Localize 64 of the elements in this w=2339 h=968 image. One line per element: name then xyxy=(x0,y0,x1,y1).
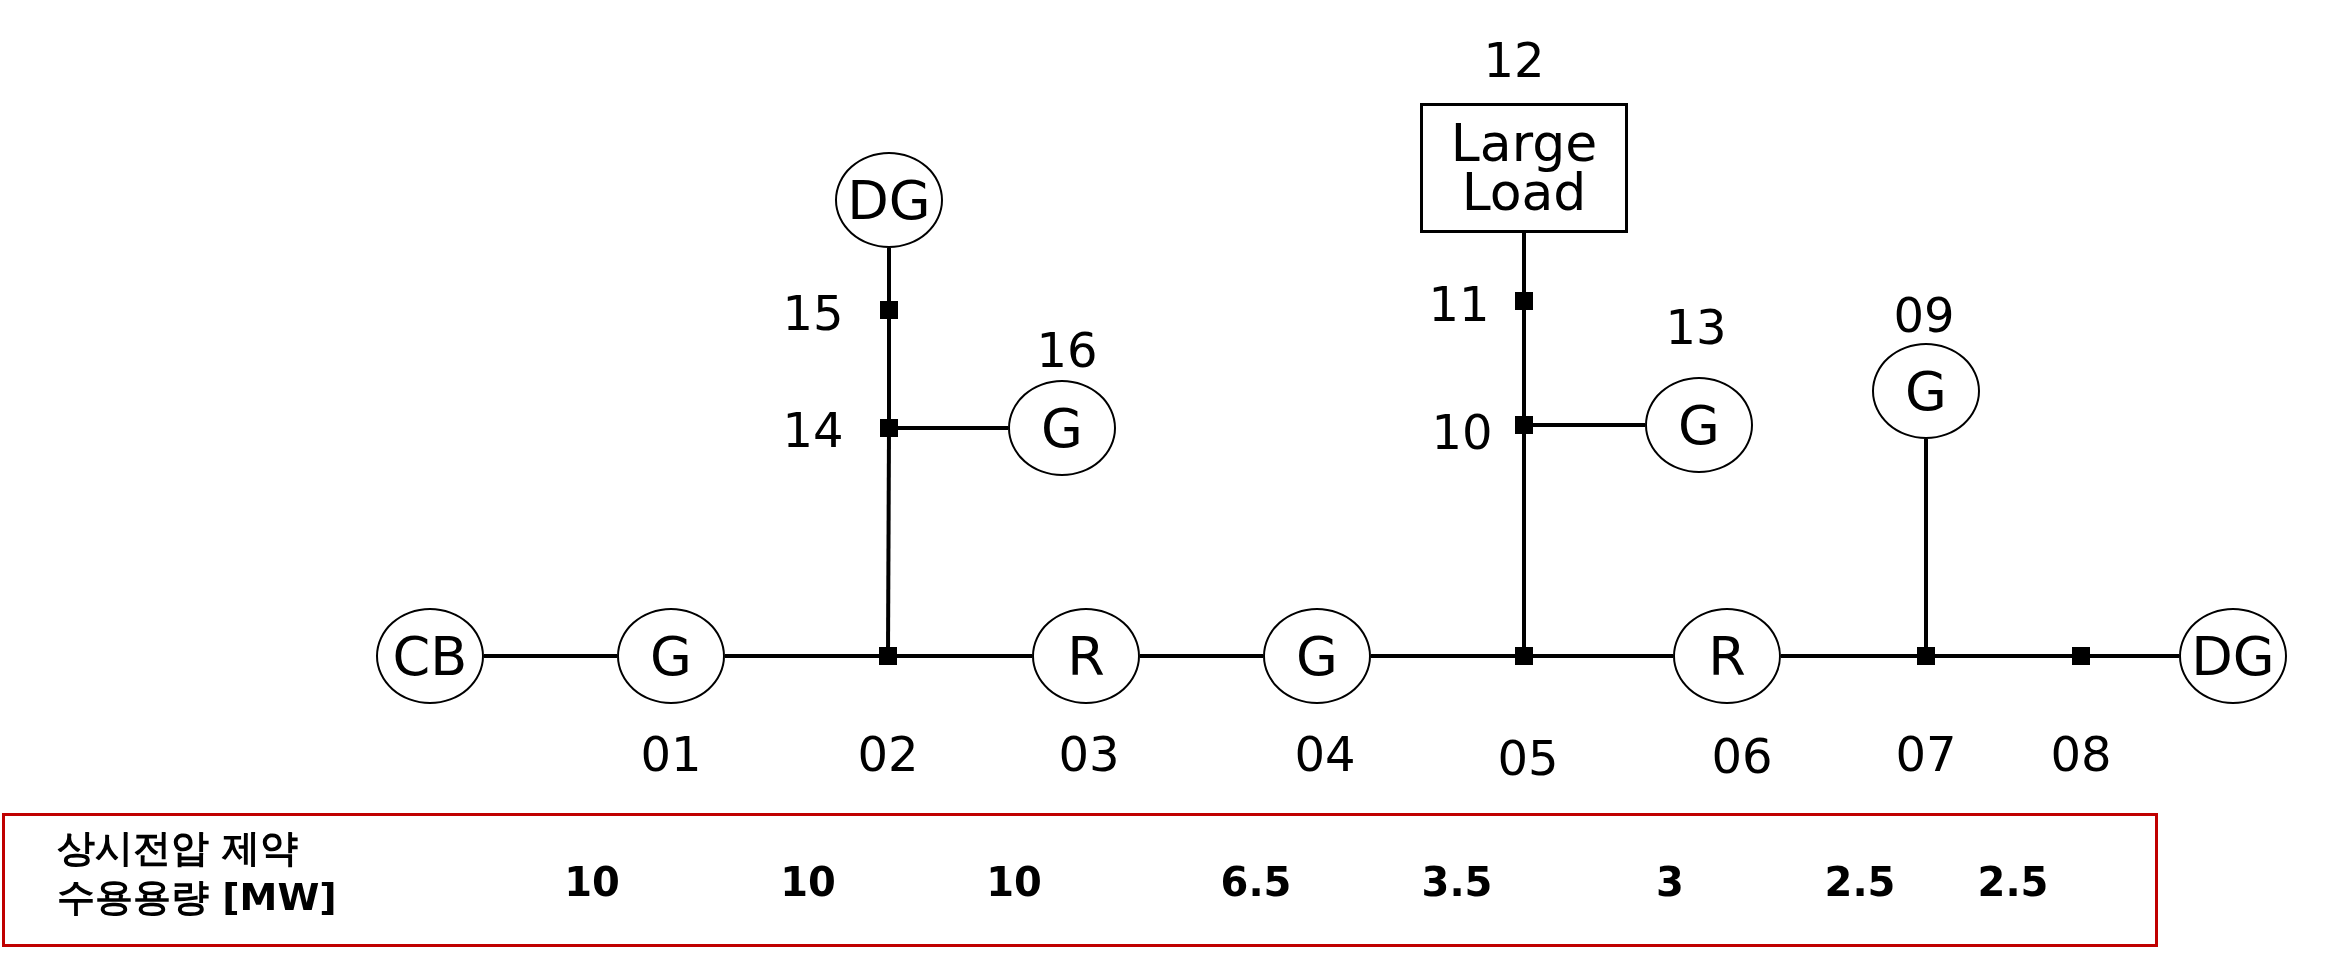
power-line xyxy=(1533,654,1673,658)
power-line xyxy=(898,426,1008,430)
capacity-value: 10 xyxy=(780,859,836,905)
junction-square xyxy=(879,647,897,665)
power-line xyxy=(1522,310,1526,416)
power-line xyxy=(1140,654,1263,658)
capacity-value: 10 xyxy=(986,859,1042,905)
junction-square xyxy=(880,301,898,319)
junction-square xyxy=(1515,292,1533,310)
power-line xyxy=(886,437,891,647)
bus-label: G xyxy=(1296,624,1338,688)
capacity-value: 3.5 xyxy=(1421,859,1493,905)
bus-number: 07 xyxy=(1895,726,1957,782)
power-line xyxy=(1533,423,1645,427)
bus-label: DG xyxy=(2191,624,2275,688)
power-line xyxy=(1522,434,1526,647)
bus-label: DG xyxy=(847,168,931,232)
junction-square xyxy=(2072,647,2090,665)
bus-number: 05 xyxy=(1497,730,1559,786)
power-line xyxy=(887,319,891,419)
load-label: Large Load xyxy=(1449,118,1599,218)
bus-number: 12 xyxy=(1483,32,1545,88)
capacity-value: 2.5 xyxy=(1977,859,2049,905)
bus-number: 13 xyxy=(1665,299,1727,355)
bus-label: R xyxy=(1708,624,1746,688)
bus-label: G xyxy=(1905,359,1947,423)
capacity-value: 10 xyxy=(564,859,620,905)
bus-number: 15 xyxy=(782,285,844,341)
bus-number: 14 xyxy=(782,402,844,458)
bus-label: G xyxy=(1041,396,1083,460)
power-line xyxy=(887,248,891,301)
power-line xyxy=(1781,654,1917,658)
junction-square xyxy=(1515,416,1533,434)
bus-number: 01 xyxy=(640,726,702,782)
power-line xyxy=(1924,439,1928,647)
junction-square xyxy=(880,419,898,437)
load-box xyxy=(1420,103,1628,233)
bus-number: 11 xyxy=(1428,276,1490,332)
power-line xyxy=(1935,654,2072,658)
bus-number: 06 xyxy=(1711,728,1773,784)
capacity-value: 6.5 xyxy=(1220,859,1292,905)
bus-label: G xyxy=(650,624,692,688)
bus-label: G xyxy=(1678,393,1720,457)
capacity-value: 2.5 xyxy=(1824,859,1896,905)
junction-square xyxy=(1515,647,1533,665)
bus-label: CB xyxy=(392,624,468,688)
bus-number: 02 xyxy=(857,726,919,782)
capacity-table xyxy=(2,813,2158,947)
bus-number: 09 xyxy=(1893,287,1955,343)
row-header: 상시전압 제약 수용용량 [MW] xyxy=(57,825,338,922)
junction-square xyxy=(1917,647,1935,665)
bus-number: 08 xyxy=(2050,726,2112,782)
power-line xyxy=(1522,233,1526,292)
bus-number: 03 xyxy=(1058,726,1120,782)
capacity-value: 3 xyxy=(1656,859,1684,905)
power-line xyxy=(725,654,879,658)
power-line xyxy=(484,654,617,658)
bus-label: R xyxy=(1067,624,1105,688)
power-line xyxy=(2090,654,2179,658)
power-line xyxy=(897,654,1032,658)
bus-number: 10 xyxy=(1431,404,1493,460)
bus-number: 16 xyxy=(1036,322,1098,378)
power-line xyxy=(1371,654,1515,658)
bus-number: 04 xyxy=(1294,726,1356,782)
